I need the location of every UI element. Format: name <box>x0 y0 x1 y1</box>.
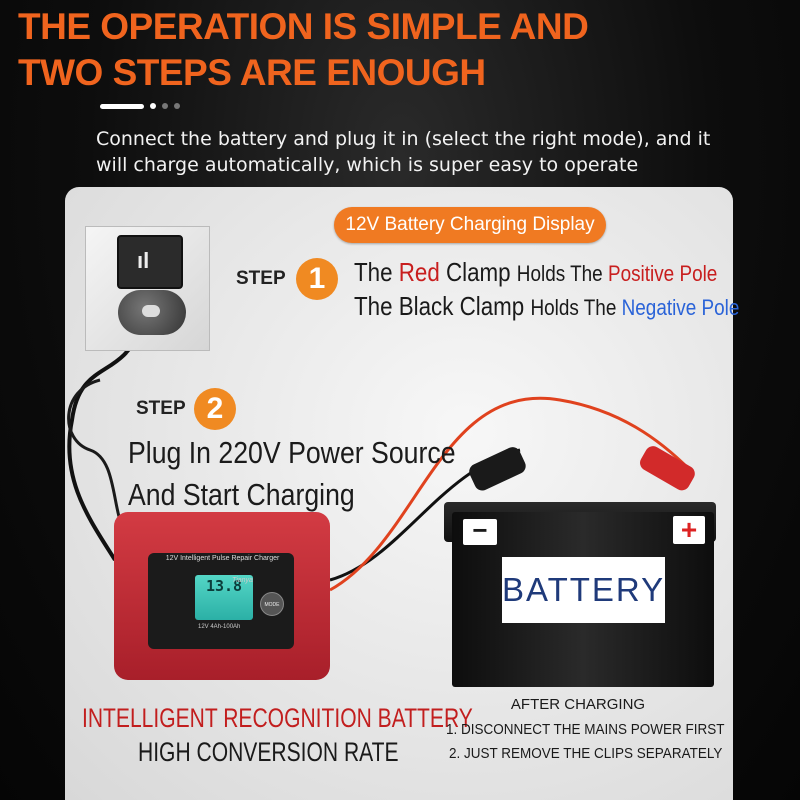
step2-line-2: And Start Charging <box>128 477 355 512</box>
positive-pole-text: Positive Pole <box>607 261 718 286</box>
power-cord-loop <box>67 378 132 542</box>
battery-label-box <box>502 557 665 623</box>
step1-number: 1 <box>296 258 338 300</box>
red-text: Red <box>398 257 440 287</box>
charger-lcd: 13.8 <box>195 575 253 620</box>
step2-text: Plug In 220V Power Source And Start Char… <box>128 432 456 516</box>
step1-line-2: The Black Clamp Holds The Negative Pole <box>354 290 739 324</box>
step1-line-1: The Red Clamp Holds The Positive Pole <box>354 256 717 290</box>
feature-line-2: HIGH CONVERSION RATE <box>138 737 399 767</box>
charger-mode-button: MODE <box>260 592 284 616</box>
step2-label: STEP <box>136 398 186 419</box>
red-clamp <box>640 446 695 491</box>
carousel-indicator <box>100 103 180 109</box>
carousel-dot <box>150 103 156 109</box>
negative-terminal-icon: − <box>463 517 497 545</box>
step2-line-1: Plug In 220V Power Source <box>128 435 456 470</box>
text-segment: Clamp <box>439 257 517 287</box>
carousel-dot <box>162 103 168 109</box>
feature-line-1: INTELLIGENT RECOGNITION BATTERY <box>82 703 473 733</box>
headline-line-2: TWO STEPS ARE ENOUGH <box>18 52 486 93</box>
text-segment: Holds The <box>516 261 608 286</box>
carousel-dot <box>174 103 180 109</box>
red-clamp-cable <box>329 396 692 592</box>
display-pill: 12V Battery Charging Display <box>334 207 606 243</box>
black-clamp <box>469 447 526 491</box>
headline: THE OPERATION IS SIMPLE AND TWO STEPS AR… <box>18 4 788 96</box>
charger-spec: 12V 4Ah-100Ah <box>198 624 241 630</box>
intro-text: Connect the battery and plug it in (sele… <box>96 128 711 176</box>
negative-pole-text: Negative Pole <box>621 295 740 320</box>
step1-label: STEP <box>236 268 286 289</box>
carousel-indicator-active <box>100 103 144 109</box>
after-charging-title: AFTER CHARGING <box>510 696 646 713</box>
after-charging-item-2: 2. JUST REMOVE THE CLIPS SEPARATELY <box>449 745 723 762</box>
text-segment: The Black Clamp <box>354 291 531 321</box>
power-cord <box>67 329 142 562</box>
plug-prong-icon <box>142 305 160 317</box>
battery-label: BATTERY <box>502 571 666 608</box>
step2-number: 2 <box>194 388 236 430</box>
text-segment: Holds The <box>530 295 622 320</box>
headline-line-1: THE OPERATION IS SIMPLE AND <box>18 6 589 47</box>
charger-brand: Tianya <box>232 577 253 584</box>
positive-terminal-icon: + <box>673 516 705 544</box>
socket-opening <box>117 235 183 289</box>
text-segment: The <box>354 257 399 287</box>
charger-title: 12V Intelligent Pulse Repair Charger <box>165 555 280 562</box>
after-charging-item-1: 1. DISCONNECT THE MAINS POWER FIRST <box>446 721 725 738</box>
socket-pins-icon: ıl <box>137 248 150 273</box>
